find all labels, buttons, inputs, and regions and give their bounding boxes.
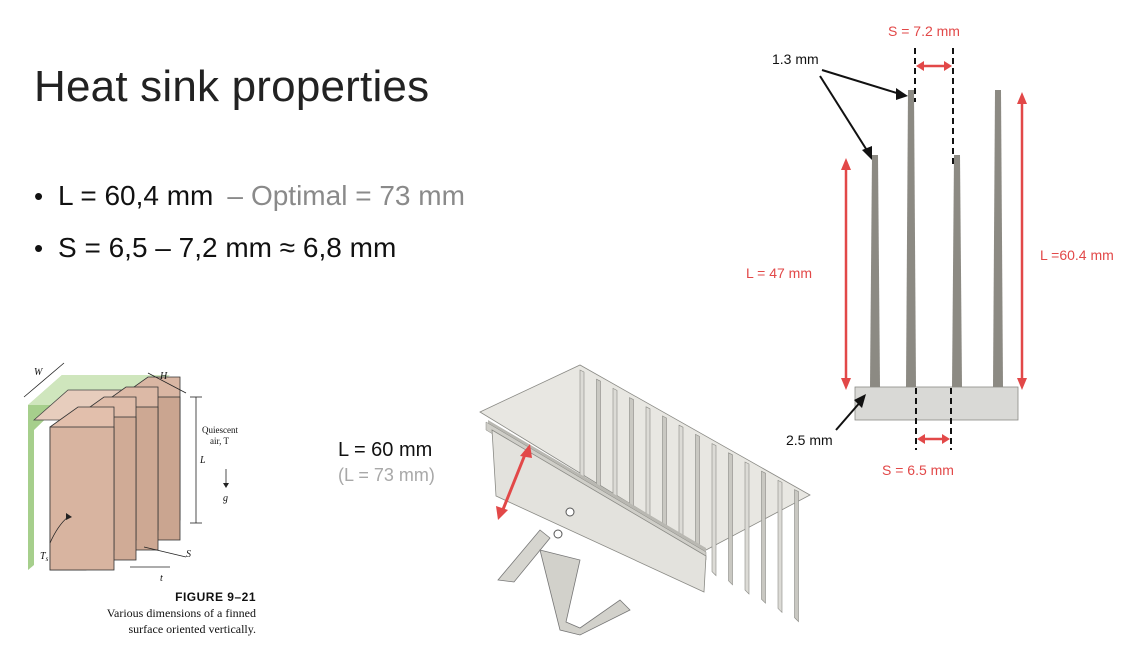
- figure-caption-line2: surface oriented vertically.: [128, 622, 257, 636]
- heat-sink-3d-model: [470, 360, 830, 640]
- figure-caption-title: FIGURE 9–21: [175, 590, 256, 604]
- fin-14: [794, 489, 799, 623]
- length-arrow-line: [500, 451, 528, 513]
- fin-13: [777, 479, 783, 614]
- cross-section-diagram: S = 7.2 mm S = 6.5 mm 1.3 mm 2.5 mm L = …: [740, 10, 1139, 485]
- fin-thickness-arrow-head-1-icon: [896, 88, 908, 100]
- fin-thickness-arrow-line-1: [821, 69, 901, 95]
- l-label: L: [199, 455, 206, 466]
- bullet-dot-icon: •: [34, 181, 44, 211]
- figure-caption: FIGURE 9–21 Various dimensions of a finn…: [36, 590, 256, 636]
- base-thickness-label: 2.5 mm: [786, 432, 833, 448]
- short-fin-length-label: L = 47 mm: [746, 265, 812, 281]
- base-thickness-arrow-line: [835, 399, 863, 431]
- bottom-spacing-arrow-left-icon: [917, 434, 925, 444]
- ts-label-main: T: [40, 551, 47, 562]
- fin-figure-drawing: W H L Quiescent air, T g Ts S t: [23, 362, 238, 584]
- mount-hole-top: [565, 507, 575, 517]
- bullet-length-value: L = 60,4 mm: [58, 180, 214, 211]
- textbook-fin-figure: W H L Quiescent air, T g Ts S t: [10, 345, 260, 590]
- length-arrow-head-top-icon: [520, 444, 532, 458]
- ts-label: Ts: [40, 551, 49, 563]
- fin-long-left: [906, 90, 916, 387]
- w-dimension-line: [23, 362, 65, 398]
- base-plate: [854, 386, 1019, 421]
- fin-11: [744, 461, 750, 595]
- top-spacing-arrow-right-icon: [944, 61, 952, 71]
- bullet-length-separator: –: [227, 180, 243, 211]
- long-fin-length-arrow-bottom-icon: [1017, 378, 1027, 390]
- s-dimension-line: [143, 546, 187, 558]
- bottom-spacing-arrow-right-icon: [942, 434, 950, 444]
- fin-long-right: [993, 90, 1003, 387]
- base-thickness-arrow-head-icon: [854, 394, 866, 408]
- short-fin-length-arrow-top-icon: [841, 158, 851, 170]
- length-arrow-head-bottom-icon: [496, 506, 508, 520]
- bottom-spacing-label: S = 6.5 mm: [882, 462, 954, 478]
- quiescent-label: Quiescent: [202, 425, 238, 435]
- s-label: S: [186, 549, 191, 560]
- ts-label-sub: s: [46, 555, 49, 563]
- long-fin-length-arrow-top-icon: [1017, 92, 1027, 104]
- wall-side: [28, 375, 62, 570]
- cross-section-drawing: S = 7.2 mm S = 6.5 mm 1.3 mm 2.5 mm L = …: [746, 23, 1114, 478]
- fin-12: [761, 470, 766, 604]
- gravity-arrow-icon: [223, 483, 229, 488]
- fin-thickness-label: 1.3 mm: [772, 51, 819, 67]
- bullet-item-length: • L = 60,4 mm – Optimal = 73 mm: [34, 170, 594, 222]
- w-label: W: [34, 367, 44, 378]
- mount-hole-bottom: [553, 529, 563, 539]
- ts-leader-arrow-icon: [66, 513, 72, 520]
- bullet-spacing-value: S = 6,5 – 7,2 mm ≈ 6,8 mm: [58, 232, 397, 263]
- top-spacing-arrow-left-icon: [916, 61, 924, 71]
- bracket-right: [539, 549, 631, 636]
- model-length-label: L = 60 mm: [338, 439, 433, 461]
- fin-group: [49, 376, 181, 571]
- figure-caption-line1: Various dimensions of a finned: [106, 606, 256, 620]
- bullet-item-spacing: • S = 6,5 – 7,2 mm ≈ 6,8 mm: [34, 222, 594, 274]
- air-label: air, T: [210, 436, 229, 446]
- h-dimension-line: [147, 372, 187, 394]
- fin-short-left: [870, 155, 880, 387]
- model-optimal-length-label: (L = 73 mm): [338, 465, 435, 485]
- front-face: [491, 429, 707, 593]
- g-label: g: [223, 493, 228, 504]
- slide-title: Heat sink properties: [34, 62, 430, 111]
- long-fin-length-label: L =60.4 mm: [1040, 247, 1114, 263]
- fin-thickness-arrow-line-2: [819, 75, 869, 153]
- fin-short-right: [952, 155, 962, 387]
- heat-sink-3d-drawing: [479, 364, 811, 636]
- fin-1-face: [49, 426, 115, 571]
- top-edge: [488, 420, 706, 552]
- short-fin-length-arrow-bottom-icon: [841, 378, 851, 390]
- fin-stack: [579, 369, 799, 623]
- t-label: t: [160, 573, 163, 584]
- bullet-length-optimal: Optimal = 73 mm: [250, 180, 465, 211]
- bracket-left: [497, 529, 551, 583]
- top-spacing-label: S = 7.2 mm: [888, 23, 960, 39]
- fin-9: [711, 443, 717, 577]
- fin-10: [728, 452, 733, 586]
- fin-thickness-arrow-head-2-icon: [862, 146, 872, 160]
- bullet-dot-icon: •: [34, 233, 44, 263]
- bullet-list: • L = 60,4 mm – Optimal = 73 mm • S = 6,…: [34, 170, 594, 274]
- h-label: H: [159, 371, 168, 382]
